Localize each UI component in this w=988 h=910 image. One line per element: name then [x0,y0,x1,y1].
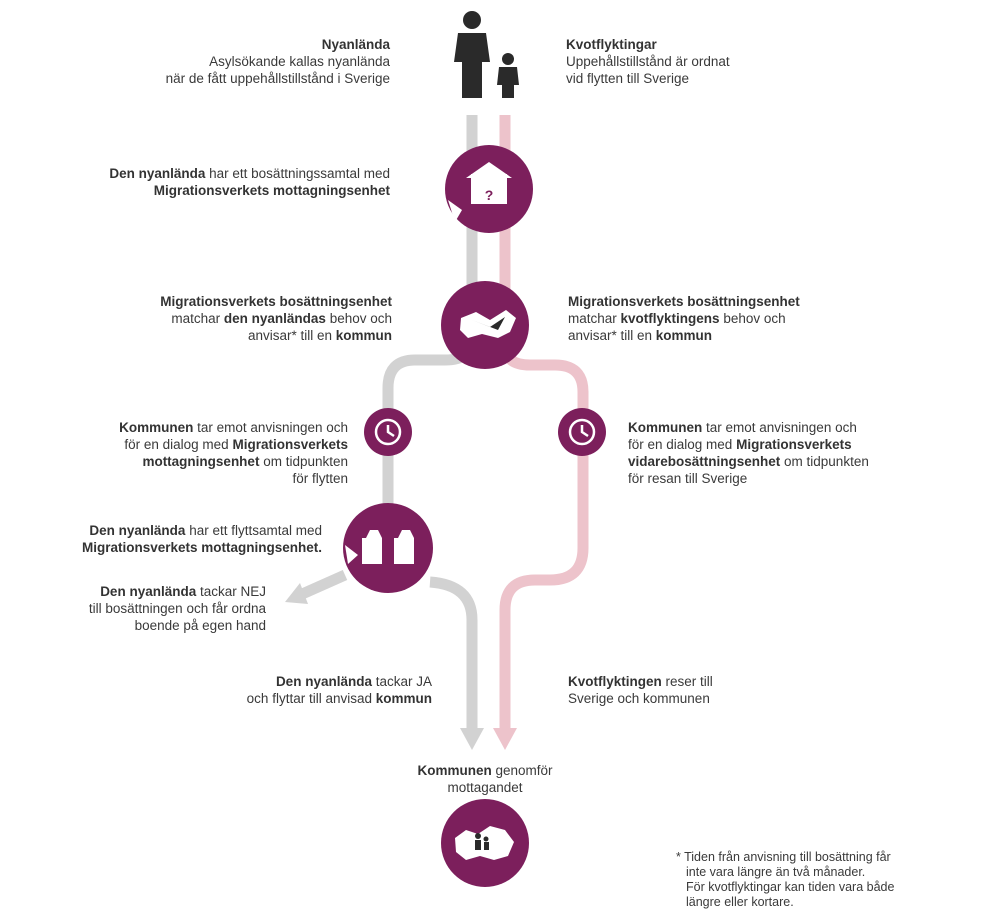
yes-b2: kommun [375,691,432,706]
step2-left-text: Migrationsverkets bosättningsenhet match… [160,293,392,344]
quota-desc-1: Uppehållstillstånd är ordnat [566,54,730,69]
house-question-icon: ? [445,145,533,233]
step1-desc: har ett bosättningssamtal med [205,166,390,181]
clock-icon [558,408,606,456]
step2-left-agency: Migrationsverkets bosättningsenhet [160,294,392,309]
footnote-l2: inte vara längre än två månader. [686,865,866,879]
footnote: * Tiden från anvisning till bosättning f… [676,850,894,910]
travel-b1: Kvotflyktingen [568,674,662,689]
step2-right-b3: kommun [655,328,713,343]
yes-arrowhead [460,728,484,750]
step4-b1: Den nyanlända [89,523,186,538]
step3-right-t2: för en dialog med [628,437,737,452]
step1-agency: Migrationsverkets mottagningsenhet [153,183,390,198]
yes-t2: och flyttar till anvisad [246,691,376,706]
step3-right-b1: Kommunen [628,420,703,435]
step2-left-b2: den nyanländas [223,311,326,326]
quota-title: Kvotflyktingar [566,37,657,52]
step2-right-agency: Migrationsverkets bosättningsenhet [568,294,800,309]
step3-left-b3: mottagningsenhet [142,454,260,469]
step2-right-b2: kvotflyktingens [620,311,720,326]
travel-t2: Sverige och kommunen [568,691,710,706]
step3-left-text: Kommunen tar emot anvisningen och för en… [119,419,348,487]
yes-t1: tackar JA [371,674,432,689]
step3-right-t3: om tidpunkten [780,454,869,469]
travel-t1: reser till [661,674,713,689]
step2-right-t2: behov och [719,311,786,326]
asylum-desc-1: Asylsökande kallas nyanlända [209,54,390,69]
no-t1: tackar NEJ [196,584,266,599]
footnote-l4: längre eller kortare. [686,895,794,909]
step3-left-b2: Migrationsverkets [232,437,348,452]
step4-t1: har ett flyttsamtal med [185,523,322,538]
quota-desc-2: vid flytten till Sverige [566,71,690,86]
clock-icon [364,408,412,456]
step3-right-b2: Migrationsverkets [736,437,852,452]
yes-branch-text: Den nyanlända tackar JA och flyttar till… [247,673,432,707]
step3-right-t1: tar emot anvisningen och [702,420,857,435]
step2-right-text: Migrationsverkets bosättningsenhet match… [568,293,800,344]
quota-path [499,115,589,735]
step3-left-b1: Kommunen [119,420,194,435]
step2-right-t1: matchar [568,311,621,326]
step3-left-t1: tar emot anvisningen och [193,420,348,435]
step4-text: Den nyanlända har ett flyttsamtal med Mi… [82,522,322,556]
footnote-l1: * Tiden från anvisning till bosättning f… [676,850,891,864]
municipality-map-icon [441,799,529,887]
asylum-desc-2: när de fått uppehållstillstånd i Sverige [165,71,390,86]
no-arrowhead [285,583,308,604]
final-text: Kommunen genomför mottagandet [380,762,590,796]
yes-b1: Den nyanlända [275,674,372,689]
step2-left-t1: matchar [171,311,224,326]
step1-text: Den nyanlända har ett bosättningssamtal … [109,165,390,199]
step4-b2: Migrationsverkets mottagningsenhet. [81,540,322,555]
step3-left-t4: för flytten [292,471,348,486]
quota-travel-text: Kvotflyktingen reser till Sverige och ko… [568,673,713,707]
asylum-title: Nyanlända [321,37,390,52]
step2-left-t3: anvisar* till en [247,328,336,343]
step3-left-t2: för en dialog med [124,437,233,452]
family-icon [454,11,519,98]
step3-right-b3: vidarebosättningsenhet [628,454,781,469]
step1-subject: Den nyanlända [109,166,206,181]
map-match-icon [441,281,529,369]
no-t2: till bosättningen och får ordna [88,601,266,616]
moving-boxes-icon [343,503,433,593]
no-b1: Den nyanlända [100,584,197,599]
svg-text:?: ? [485,187,494,203]
step3-right-t4: för resan till Sverige [628,471,748,486]
step3-right-text: Kommunen tar emot anvisningen och för en… [628,419,869,487]
footnote-l3: För kvotflyktingar kan tiden vara både [686,880,895,894]
no-branch-text: Den nyanlända tackar NEJ till bosättning… [89,583,266,634]
step2-right-t3: anvisar* till en [568,328,656,343]
step2-left-b3: kommun [335,328,392,343]
no-t3: boende på egen hand [134,618,266,633]
final-b1: Kommunen [417,763,492,778]
step2-left-t2: behov och [325,311,392,326]
step3-left-t3: om tidpunkten [259,454,348,469]
quota-intro: Kvotflyktingar Uppehållstillstånd är ord… [566,36,730,87]
final-t2: mottagandet [447,780,523,795]
quota-arrowhead [493,728,517,750]
asylum-intro: Nyanlända Asylsökande kallas nyanlända n… [166,36,390,87]
final-t1: genomför [491,763,553,778]
